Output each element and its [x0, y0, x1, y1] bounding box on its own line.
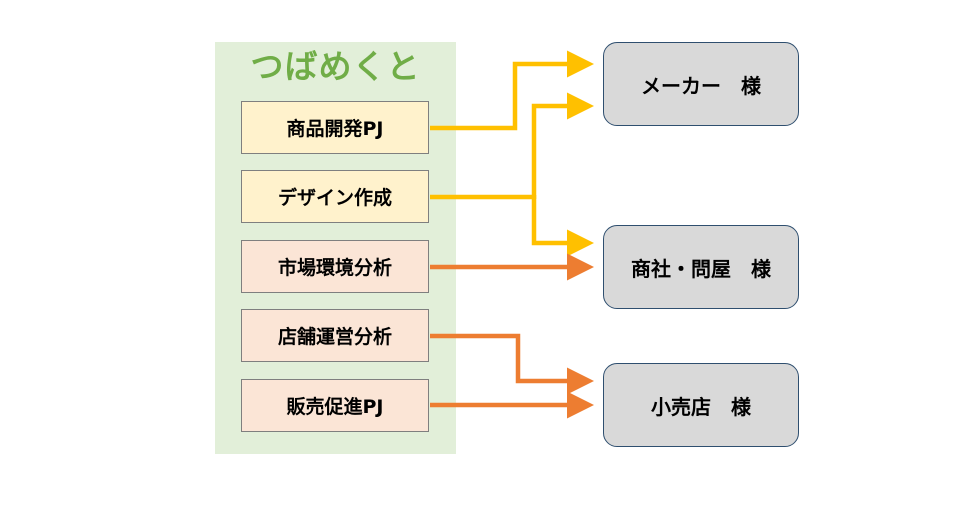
service-store-operation-analysis: 店舗運営分析 [241, 309, 429, 362]
service-sales-promotion: 販売促進PJ [241, 379, 429, 432]
service-design: デザイン作成 [241, 170, 429, 223]
arrow-design-to-manufacturer [531, 92, 594, 199]
arrow-product-development-to-manufacturer [430, 50, 594, 131]
brand-title: つばめくと [250, 47, 421, 86]
service-product-development: 商品開発PJ [241, 101, 429, 154]
customer-trading-wholesale: 商社・問屋 様 [603, 225, 799, 309]
arrow-store-operation-to-retailer [430, 333, 594, 395]
service-market-analysis: 市場環境分析 [241, 240, 429, 293]
arrow-design-to-trading [531, 195, 594, 257]
customer-retailer: 小売店 様 [603, 363, 799, 447]
customer-manufacturer: メーカー 様 [603, 42, 799, 126]
